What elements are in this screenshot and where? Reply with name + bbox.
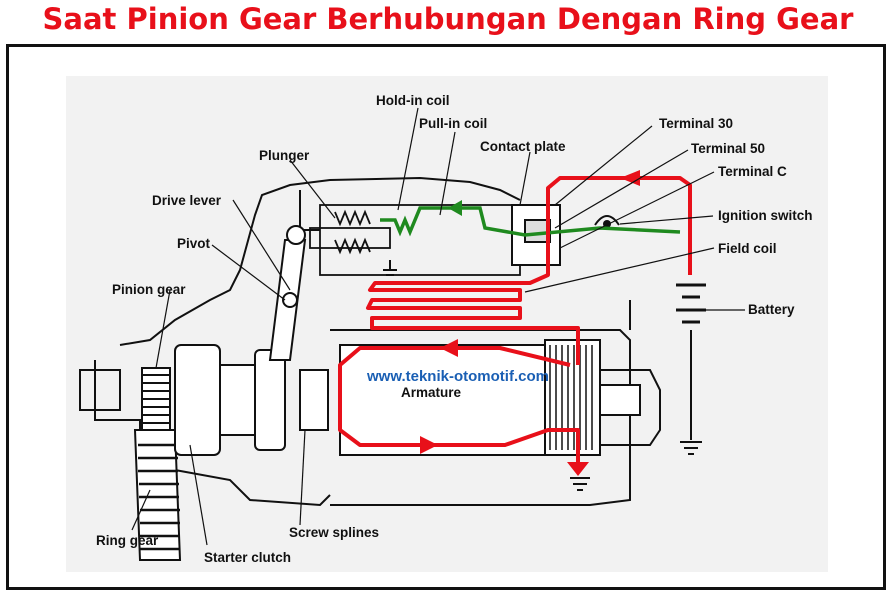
label-ignition-switch: Ignition switch bbox=[718, 208, 813, 223]
label-pull-in-coil: Pull-in coil bbox=[419, 116, 487, 131]
label-ring-gear: Ring gear bbox=[96, 533, 159, 548]
hold-in-coil-current bbox=[380, 206, 681, 237]
label-drive-lever: Drive lever bbox=[152, 193, 222, 208]
label-battery: Battery bbox=[748, 302, 795, 317]
label-starter-clutch: Starter clutch bbox=[204, 550, 291, 565]
label-armature: Armature bbox=[401, 385, 462, 400]
label-plunger: Plunger bbox=[259, 148, 310, 163]
label-contact-plate: Contact plate bbox=[480, 139, 566, 154]
label-terminal-50: Terminal 50 bbox=[691, 141, 765, 156]
battery bbox=[676, 283, 706, 455]
leader-lines bbox=[131, 107, 745, 546]
hold-in-coil-arrow bbox=[448, 200, 462, 216]
main-current-path bbox=[338, 176, 692, 468]
current-arrows bbox=[420, 170, 640, 476]
label-pivot: Pivot bbox=[177, 236, 211, 251]
watermark: www.teknik-otomotif.com bbox=[366, 368, 549, 385]
label-pinion-gear: Pinion gear bbox=[112, 282, 186, 297]
label-field-coil: Field coil bbox=[718, 241, 777, 256]
ground-symbols bbox=[383, 260, 590, 491]
label-hold-in-coil: Hold-in coil bbox=[376, 93, 450, 108]
drive-lever bbox=[268, 225, 307, 361]
starter-clutch bbox=[174, 344, 329, 456]
label-screw-splines: Screw splines bbox=[289, 525, 379, 540]
label-terminal-30: Terminal 30 bbox=[659, 116, 733, 131]
illustration-background bbox=[66, 76, 828, 572]
pinion-gear bbox=[141, 367, 171, 439]
armature bbox=[339, 339, 641, 456]
diagram-title: Saat Pinion Gear Berhubungan Dengan Ring… bbox=[42, 2, 854, 36]
label-terminal-c: Terminal C bbox=[718, 164, 787, 179]
